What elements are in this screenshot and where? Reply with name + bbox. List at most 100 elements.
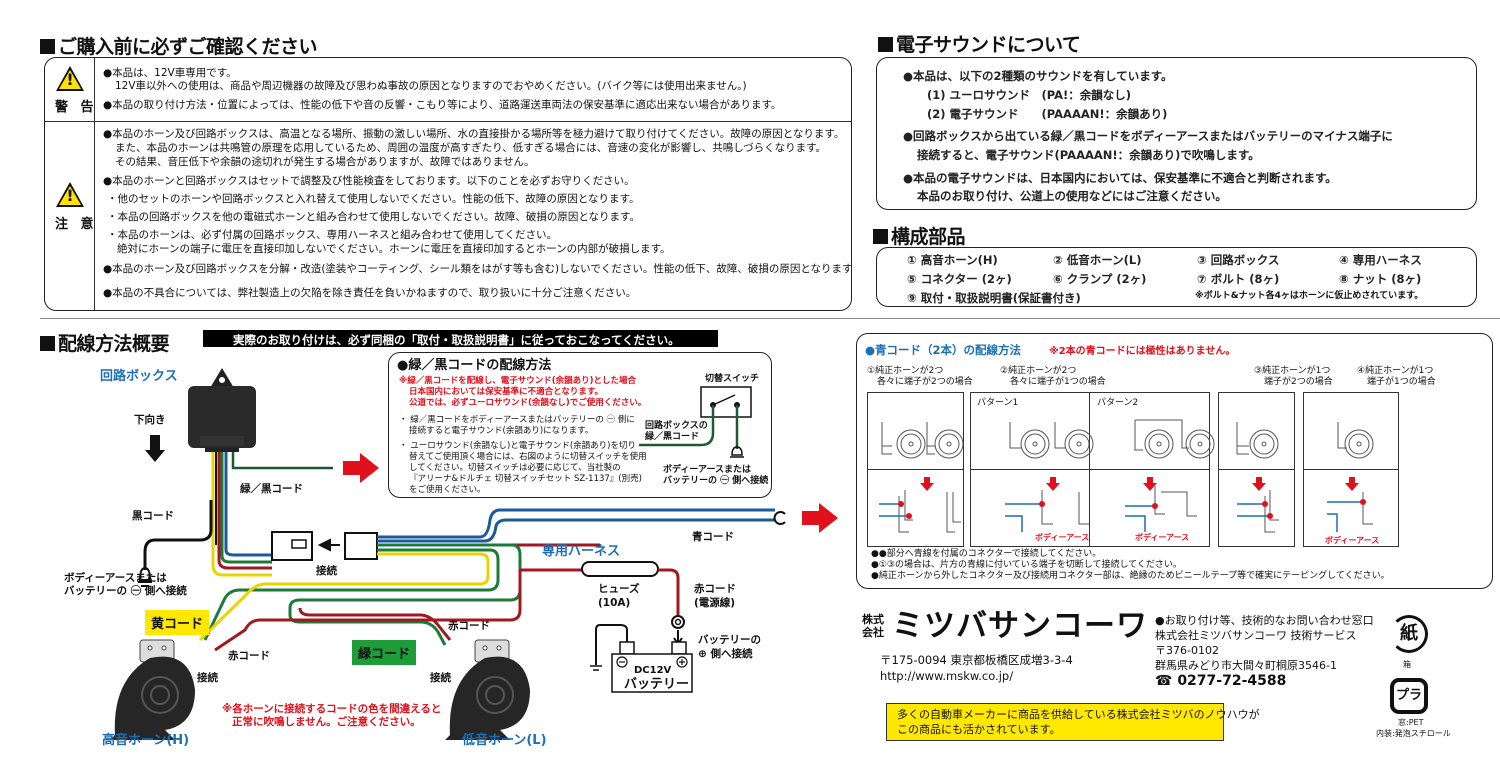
warnings-section-title: ご購入前に必ずご確認ください bbox=[40, 32, 318, 59]
warnings-table: ! 警 告 ●本品は、12V車専用です。 12V車以外への使用は、商品や周辺機器… bbox=[44, 57, 852, 311]
part-item: ③ 回路ボックス bbox=[1197, 253, 1280, 267]
sound-line: (1) ユーロサウンド (PA!：余韻なし) bbox=[927, 88, 1132, 102]
body-earth-label: ボディーアース bbox=[1135, 533, 1190, 542]
sound-info-box: ●本品は、以下の2種類のサウンドを有しています。 (1) ユーロサウンド (PA… bbox=[876, 57, 1477, 210]
body-earth-label: ボディーアースまたは bbox=[64, 572, 167, 584]
parts-note: ※ボルト&ナット各4ヶはホーンに仮止めされています。 bbox=[1195, 291, 1424, 301]
warning-triangle-icon bbox=[56, 66, 84, 91]
support-address: 群馬県みどり市大間々町桐原3546-1 bbox=[1155, 659, 1337, 672]
case-heading: ④純正ホーンが1つ bbox=[1357, 366, 1434, 376]
green-black-wiring-box: ●緑／黒コードの配線方法 ※緑／黒コードを配線し、電子サウンド(余韻あり)とした… bbox=[388, 352, 772, 498]
sound-title-text: 電子サウンドについて bbox=[896, 34, 1081, 56]
wiring-diagram bbox=[110, 368, 786, 740]
green-black-line: ・ ユーロサウンド(余韻なし)と電子サウンド(余韻あり)を切り bbox=[399, 441, 636, 451]
blue-cord-note: ※2本の青コードには極性はありません。 bbox=[1049, 346, 1236, 357]
color-warning-note: 正常に吹鳴しません。ご注意ください。 bbox=[232, 716, 421, 728]
caution-line: ●本品のホーン及び回路ボックスは、高温となる場所、振動の激しい場所、水の直接掛か… bbox=[103, 128, 845, 140]
label-column bbox=[45, 58, 95, 310]
caution-line: ●本品の不具合については、弊社製造上の欠陥を除き責任を負いかねますので、取り扱い… bbox=[103, 287, 637, 299]
warning-line: 12V車以外への使用は、商品や周辺機器の故障及び思わぬ事故の原因となりますのでお… bbox=[115, 80, 747, 92]
caution-line: ・本品の回路ボックスを他の電磁式ホーンと組み合わせて使用しないでください。故障、… bbox=[107, 211, 640, 223]
warnings-title-text: ご購入前に必ずご確認ください bbox=[58, 36, 318, 58]
fuse-icon bbox=[581, 561, 659, 577]
green-black-line: してください。切替スイッチは必要に応じて、当社製の bbox=[409, 463, 621, 473]
parts-title-text: 構成部品 bbox=[891, 226, 966, 248]
high-horn-icon bbox=[110, 639, 195, 740]
company-logo: ミツバサンコーワ bbox=[892, 608, 1148, 644]
part-item: ① 高音ホーン(H) bbox=[907, 253, 998, 267]
green-black-box-title: ●緑／黒コードの配線方法 bbox=[397, 358, 552, 373]
red-cord-label: 赤コード bbox=[228, 650, 270, 662]
caution-line: ・他のセットのホーンや回路ボックスと入れ替えて使用しないでください。性能の低下、… bbox=[107, 193, 640, 205]
black-cord-label: 黒コード bbox=[132, 510, 174, 522]
company-prefix: 株式 bbox=[862, 613, 884, 626]
support-name: 株式会社ミツバサンコーワ 技術サービス bbox=[1155, 629, 1357, 642]
sound-section-title: 電子サウンドについて bbox=[878, 30, 1081, 57]
red-arrow-icon bbox=[802, 503, 838, 533]
company-address: 〒175-0094 東京都板橋区成増3-3-4 bbox=[880, 653, 1073, 667]
downward-label: 下向き bbox=[134, 414, 166, 426]
sound-line: ●回路ボックスから出ている緑／黒コードをボディーアースまたはバッテリーのマイナス… bbox=[903, 129, 1393, 143]
switch-earth-label: ボディーアースまたは bbox=[663, 465, 752, 475]
green-black-line: 『アリーナ&ドルチェ 切替スイッチセット SZ-1137』(別売) bbox=[409, 474, 642, 484]
green-black-red-note: ※緑／黒コードを配線し、電子サウンド(余韻あり)とした場合 bbox=[399, 376, 637, 386]
body-earth-label: ボディーアース bbox=[1035, 533, 1090, 542]
caution-line: ・本品のホーンは、必ず付属の回路ボックス、専用ハーネスと組み合わせて使用してくだ… bbox=[107, 229, 558, 241]
green-black-red-note: 公道では、必ずユーロサウンド(余韻なし)でご使用ください。 bbox=[409, 398, 647, 408]
harness-label: 専用ハーネス bbox=[542, 544, 621, 559]
switch-source-label: 回路ボックスの bbox=[645, 421, 708, 431]
blue-cord-wiring-box: ●青コード（2本）の配線方法 ※2本の青コードには極性はありません。 ①純正ホー… bbox=[856, 333, 1493, 589]
down-arrow-icon bbox=[920, 477, 934, 491]
install-notice-banner: 実際のお取り付けは、必ず同梱の「取付・取扱説明書」に従っておこなってください。 bbox=[203, 330, 718, 347]
plastic-recycle-icon: プラ bbox=[1390, 678, 1428, 714]
case-3-panel bbox=[1218, 392, 1295, 547]
sound-line: 本品のお取り付け、公道上の使用などにはご注意ください。 bbox=[917, 189, 1227, 203]
part-item: ⑥ クランプ (2ヶ) bbox=[1053, 272, 1147, 286]
warning-line: ●本品の取り付け方法・位置によっては、性能の低下や音の反響・こもり等により、道路… bbox=[103, 99, 782, 111]
warning-line: ●本品は、12V車専用です。 bbox=[103, 67, 237, 79]
case-heading: ③純正ホーンが1つ bbox=[1254, 366, 1331, 376]
part-item: ④ 専用ハーネス bbox=[1339, 253, 1422, 267]
exclamation-icon: ! bbox=[66, 186, 74, 205]
tagline-line: この商品にも活かされています。 bbox=[897, 723, 1061, 736]
plastic-label: 内装:発泡スチロール bbox=[1376, 729, 1451, 738]
battery-plus-label: ⊕ 側へ接続 bbox=[698, 648, 753, 660]
case-heading: ②純正ホーンが2つ bbox=[1000, 366, 1077, 376]
paper-recycle-icon: 紙 bbox=[1390, 615, 1428, 653]
down-arrow-icon bbox=[1143, 477, 1157, 491]
section-divider bbox=[40, 318, 1500, 319]
green-black-line: をご使用ください。 bbox=[409, 485, 486, 495]
green-black-line: 接続すると電子サウンド(余韻あり)になります。 bbox=[409, 426, 594, 436]
yellow-cord-label: 黄コード bbox=[145, 610, 210, 635]
plastic-label: 窓:PET bbox=[1398, 718, 1424, 727]
blue-cord-diagrams bbox=[879, 419, 1374, 533]
circuit-box-icon bbox=[188, 368, 256, 452]
switch-source-label: 緑／黒コード bbox=[645, 432, 700, 442]
switch-earth-label: バッテリーの ㊀ 側へ接続 bbox=[663, 476, 769, 486]
red-power-label: (電源線) bbox=[694, 597, 736, 609]
circuit-box-label: 回路ボックス bbox=[100, 369, 178, 384]
sound-line: ●本品は、以下の2種類のサウンドを有しています。 bbox=[903, 69, 1173, 83]
body-earth-label: バッテリーの ㊀ 側へ接続 bbox=[64, 585, 187, 597]
battery-icon bbox=[611, 641, 693, 693]
case-heading: 各々に端子が2つの場合 bbox=[877, 377, 973, 387]
fuse-rating: (10A) bbox=[598, 597, 631, 609]
connect-label: 接続 bbox=[197, 672, 218, 684]
terminal-c-icon bbox=[773, 511, 786, 525]
battery-voltage: DC12V bbox=[634, 665, 672, 676]
caution-line: また、本品のホーンは共鳴管の原理を応用しているため、周囲の温度が高すぎたり、低す… bbox=[115, 142, 827, 154]
connect-label: 接続 bbox=[430, 672, 451, 684]
connect-label: 接続 bbox=[316, 565, 337, 577]
parts-list-box: ① 高音ホーン(H) ② 低音ホーン(L) ③ 回路ボックス ④ 専用ハーネス … bbox=[876, 247, 1477, 307]
case-2-panel bbox=[970, 392, 1210, 547]
body-earth-label: ボディーアース bbox=[1325, 536, 1380, 545]
red-power-label: 赤コード bbox=[694, 583, 736, 595]
green-black-red-note: 日本国内においては保安基準に不適合となります。 bbox=[409, 387, 603, 397]
red-arrow-icon bbox=[343, 453, 379, 483]
low-horn-label: 低音ホーン(L) bbox=[462, 733, 547, 748]
company-url[interactable]: http://www.mskw.co.jp/ bbox=[880, 669, 1014, 683]
switch-diagram bbox=[639, 386, 752, 458]
high-horn-label: 高音ホーン(H) bbox=[102, 733, 190, 748]
sound-line: (2) 電子サウンド (PAAAAN!：余韻あり) bbox=[927, 107, 1168, 121]
part-item: ⑦ ボルト (8ヶ) bbox=[1197, 272, 1280, 286]
